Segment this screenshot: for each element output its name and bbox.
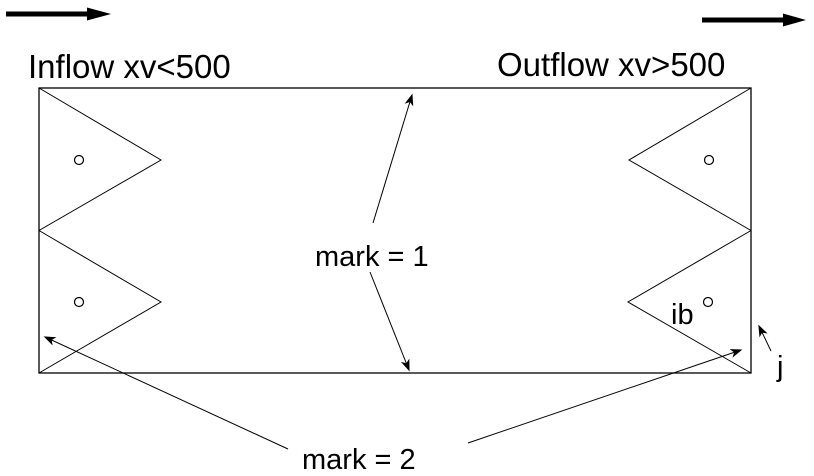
- inflow-triangle-top: [38, 87, 162, 231]
- cell-center-circle-inflow-bottom: [73, 296, 85, 308]
- mark2-label: mark = 2: [302, 444, 416, 476]
- j-label: j: [777, 351, 784, 383]
- mark1-arrow-bottom: [369, 271, 410, 372]
- j-arrow: [758, 324, 772, 352]
- inflow-label: Inflow xv<500: [28, 48, 231, 85]
- mark1-label: mark = 1: [315, 241, 429, 273]
- mark1-arrow-top: [372, 93, 414, 224]
- cell-center-circle-inflow-top: [73, 154, 85, 166]
- cell-center-circle-outflow-bottom: [702, 296, 714, 308]
- mark2-arrow-left: [43, 336, 289, 450]
- flow-arrow-right-icon: [702, 13, 806, 27]
- inflow-triangle-bottom: [38, 230, 162, 374]
- mark2-arrow-right: [467, 349, 743, 444]
- domain-rectangle: [38, 87, 752, 374]
- outflow-triangle-bottom: [627, 230, 752, 374]
- outflow-label: Outflow xv>500: [497, 46, 726, 83]
- ib-label: ib: [671, 299, 694, 331]
- flow-arrow-left-icon: [6, 7, 111, 21]
- outflow-triangle-top: [628, 87, 752, 231]
- cell-center-circle-outflow-top: [703, 154, 715, 166]
